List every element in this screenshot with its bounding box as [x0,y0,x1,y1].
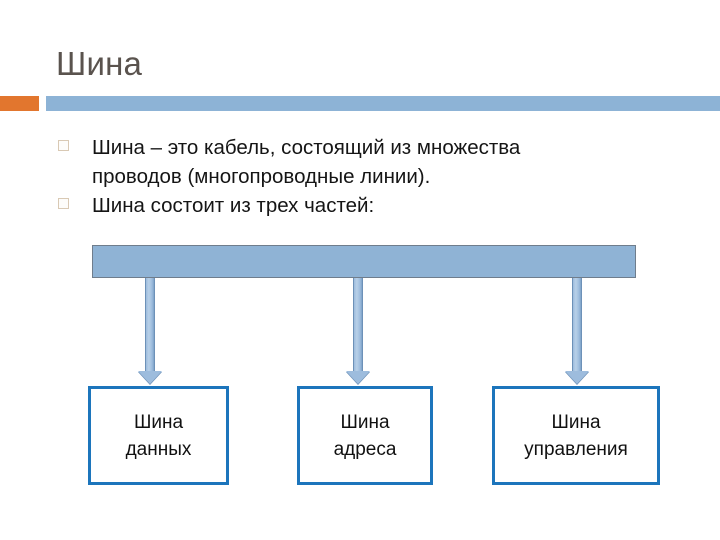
node-box-control-bus: Шина управления [492,386,660,485]
arrow-shaft [572,278,582,372]
list-item-label: Шина состоит из трех частей: [92,194,375,217]
node-box-data-bus: Шина данных [88,386,229,485]
arrow-head [346,371,370,384]
node-box-address-bus: Шина адреса [297,386,433,485]
arrow-head [565,371,589,384]
header-accent-block [0,96,39,111]
arrow-down-address-bus [346,278,370,385]
square-bullet-icon [58,198,69,209]
list-item: Шина состоит из трех частей: [56,191,676,220]
bullet-list: Шина – это кабель, состоящий из множеств… [56,133,676,220]
header-accent-bar [46,96,720,111]
arrow-shaft [145,278,155,372]
page-title: Шина [56,45,143,82]
arrow-down-data-bus [138,278,162,385]
node-box-label: Шина данных [125,411,192,460]
node-box-label: Шина адреса [333,411,397,460]
arrow-head-outline [565,372,589,385]
arrow-shaft [353,278,363,372]
list-item-label: Шина – это кабель, состоящий из множеств… [92,136,521,188]
arrow-down-control-bus [565,278,589,385]
bus-bar-shape [92,245,636,278]
list-item: Шина – это кабель, состоящий из множеств… [56,133,676,191]
arrow-head-outline [346,372,370,385]
square-bullet-icon [58,140,69,151]
arrow-head-outline [138,372,162,385]
arrow-head [138,371,162,384]
node-box-label: Шина управления [524,411,628,460]
